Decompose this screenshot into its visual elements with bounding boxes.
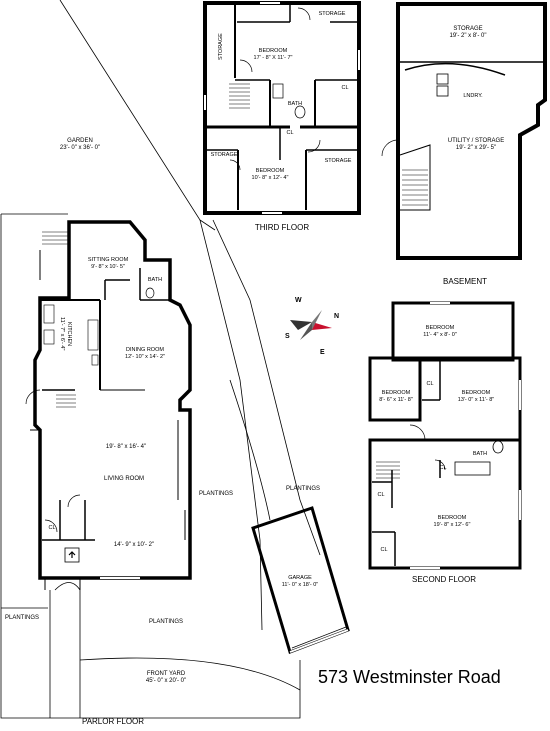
third-cl2-label: CL bbox=[286, 130, 294, 136]
front-yard-name: FRONT YARD bbox=[146, 671, 186, 677]
second-bedroom3-name: BEDROOM bbox=[461, 390, 491, 396]
property-address: 573 Westminster Road bbox=[318, 667, 501, 687]
basement-storage-dims: 19'- 2" x 8'- 0" bbox=[449, 33, 487, 39]
second-bedroom3-dims: 13'- 0" x 11'- 8" bbox=[457, 397, 495, 403]
garden-name: GARDEN bbox=[67, 138, 93, 144]
third-bedroom2-dims: 10'- 8" x 12'- 4" bbox=[251, 175, 289, 181]
third-bedroom1-name: BEDROOM bbox=[258, 48, 288, 54]
plantings-garage-label: PLANTINGS bbox=[285, 486, 321, 492]
third-bedroom1-dims: 17' - 8" X 11'- 7" bbox=[253, 55, 293, 61]
compass-rose bbox=[290, 310, 332, 340]
third-storage-top-label: STORAGE bbox=[318, 11, 346, 17]
sitting-room-dims: 9'- 8" x 10'- 5" bbox=[91, 264, 125, 270]
site-lines bbox=[0, 0, 321, 719]
second-cl1-label: CL bbox=[426, 381, 434, 387]
utility-storage-dims: 19'- 2" x 29'- 5" bbox=[455, 145, 497, 151]
laundry-label: LNDRY. bbox=[463, 93, 483, 99]
second-bedroom4-dims: 19'- 8" x 12'- 6" bbox=[433, 522, 471, 528]
foyer-dims: 14'- 9" x 10'- 2" bbox=[113, 542, 155, 548]
dining-room-name: DINING ROOM bbox=[126, 347, 164, 353]
garden-dims: 23'- 0" x 36'- 0" bbox=[59, 145, 101, 151]
second-bedroom2-dims: 8'- 6" x 11'- 8" bbox=[379, 397, 413, 403]
second-bath-label: BATH bbox=[472, 451, 488, 457]
kitchen-label: KITCHEN bbox=[66, 322, 72, 347]
garage-plan bbox=[251, 506, 350, 654]
parlor-bath-label: BATH bbox=[147, 277, 163, 283]
plantings-left-label: PLANTINGS bbox=[4, 615, 40, 621]
garage-dims: 11'- 0" x 18'- 0" bbox=[281, 582, 319, 588]
second-floor-title: SECOND FLOOR bbox=[411, 575, 477, 584]
parlor-cl-label: CL bbox=[48, 525, 56, 531]
front-yard-dims: 45'- 0" x 20'- 0" bbox=[145, 678, 187, 684]
compass-west-letter: W bbox=[295, 297, 302, 304]
parlor-floor-title: PARLOR FLOOR bbox=[81, 717, 145, 726]
plantings-bottom-label: PLANTINGS bbox=[148, 619, 184, 625]
plantings-mid-label: PLANTINGS bbox=[198, 491, 234, 497]
basement-title: BASEMENT bbox=[442, 277, 488, 286]
second-cl4-label: CL bbox=[380, 547, 388, 553]
second-cl3-label: CL bbox=[377, 492, 385, 498]
compass-east-letter: E bbox=[320, 349, 325, 356]
utility-storage-name: UTILITY / STORAGE bbox=[447, 138, 505, 144]
second-bedroom1-dims: 11'- 4" x 8'- 0" bbox=[423, 332, 457, 338]
third-cl1-label: CL bbox=[341, 85, 349, 91]
third-floor-plan bbox=[203, 1, 361, 215]
parlor-floor-plan bbox=[25, 220, 192, 590]
sitting-room-name: SITTING ROOM bbox=[87, 257, 129, 263]
third-storage-left-label: STORAGE bbox=[218, 33, 224, 60]
third-bedroom2-name: BEDROOM bbox=[255, 168, 285, 174]
basement-plan bbox=[381, 2, 547, 260]
third-bath-label: BATH bbox=[287, 101, 303, 107]
compass-north-letter: N bbox=[334, 313, 340, 320]
second-floor-plan bbox=[368, 301, 522, 570]
garage-name: GARAGE bbox=[288, 575, 312, 581]
kitchen-dims: 11'- 7" x 6'- 4" bbox=[59, 317, 65, 351]
dining-room-dims: 12'- 10" x 14'- 2" bbox=[125, 354, 165, 360]
living-room-dims: 19'- 8" x 16'- 4" bbox=[105, 444, 147, 450]
second-bedroom1-name: BEDROOM bbox=[425, 325, 455, 331]
third-floor-title: THIRD FLOOR bbox=[254, 223, 310, 232]
compass-south-letter: S bbox=[285, 333, 290, 340]
third-storage-lower-right-label: STORAGE bbox=[324, 158, 352, 164]
second-cl2-label: CL bbox=[439, 465, 447, 471]
second-bedroom2-name: BEDROOM bbox=[381, 390, 411, 396]
basement-storage-name: STORAGE bbox=[453, 26, 483, 32]
third-storage-lower-left-label: STORAGE bbox=[210, 152, 238, 158]
living-room-name: LIVING ROOM bbox=[103, 476, 145, 482]
second-bedroom4-name: BEDROOM bbox=[437, 515, 467, 521]
